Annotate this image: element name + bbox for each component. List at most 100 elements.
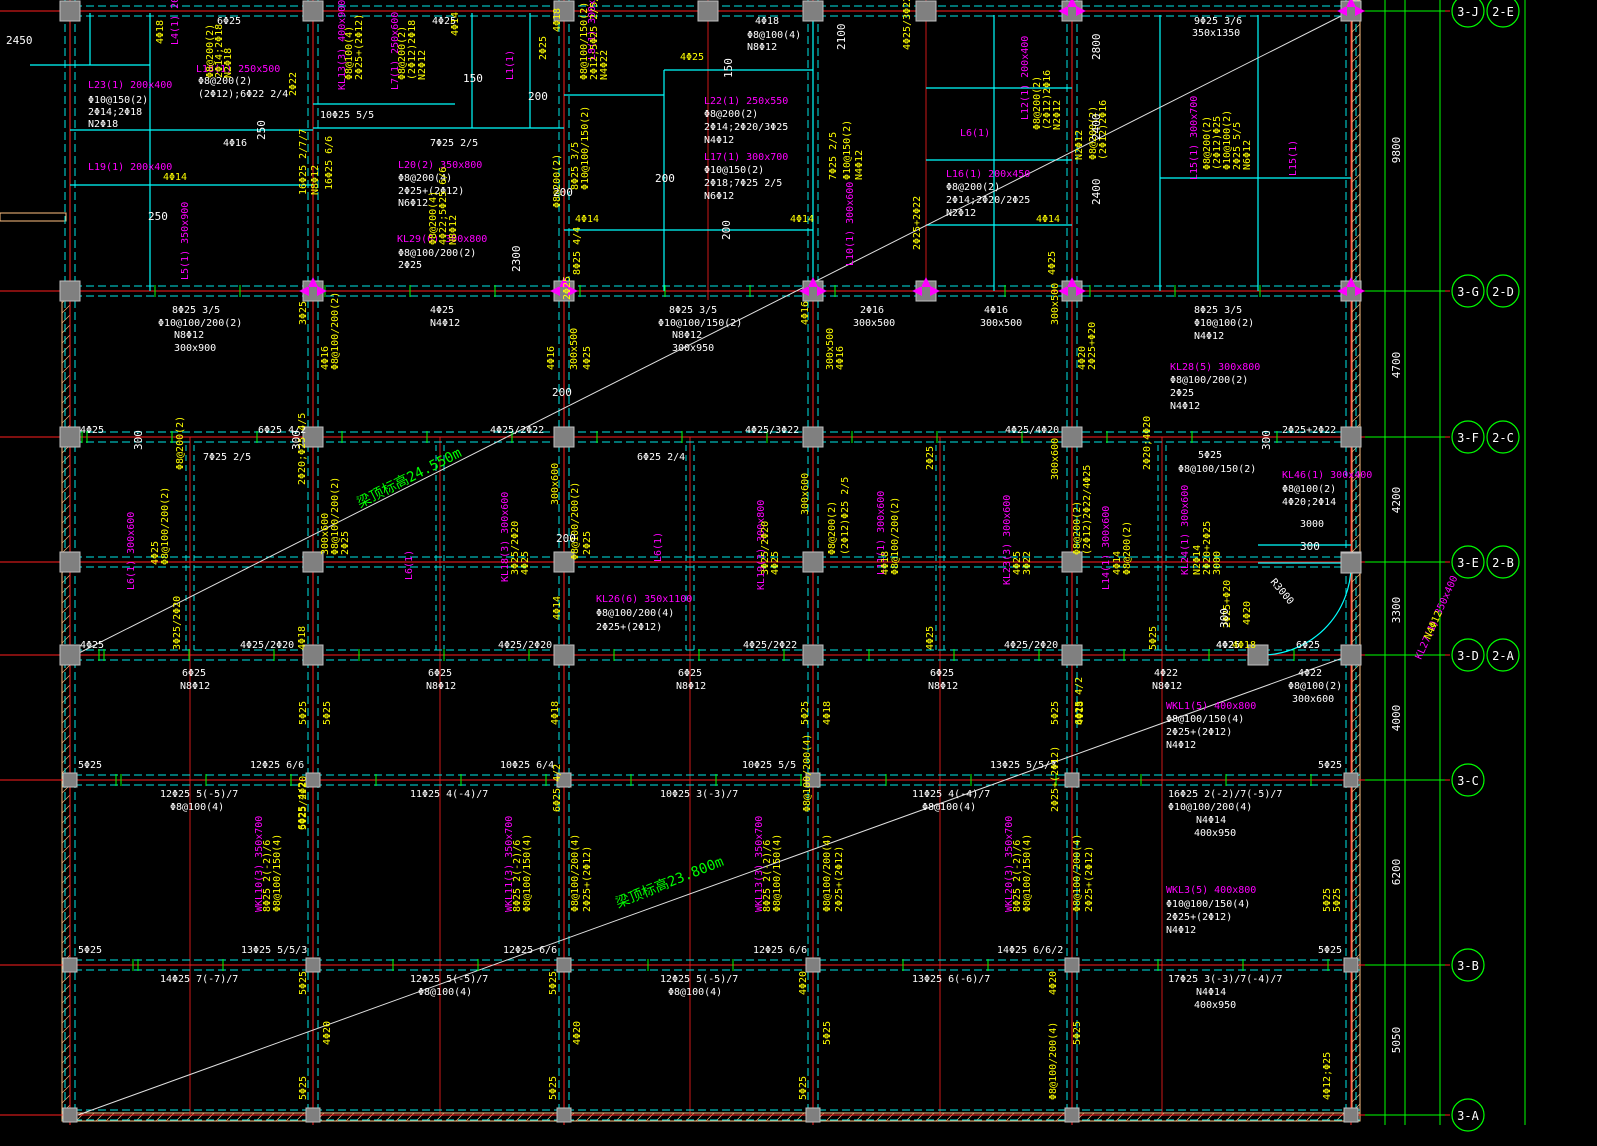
dimension-value: 200 (720, 220, 733, 240)
beam-label: L15(1) 300x700 (1189, 96, 1200, 180)
rebar-label: 5Φ25 (1050, 701, 1061, 725)
wall-hatch (1351, 893, 1361, 903)
rebar-label: 4Φ16 (320, 346, 331, 370)
rebar-label: Φ8@100/200(2) (890, 497, 901, 575)
wall-hatch (61, 524, 71, 534)
rebar-label: 4Φ20 (1048, 971, 1059, 995)
rebar-label: 4Φ12;Φ25 (1322, 1052, 1333, 1100)
wall-hatch (61, 1014, 71, 1024)
perimeter-walls (0, 0, 1361, 1122)
rebar-label: 4Φ25/2Φ20 (240, 640, 294, 651)
wall-hatch (61, 984, 71, 994)
rebar-label: N4Φ12 (1166, 740, 1196, 751)
wall-hatch (1351, 353, 1361, 363)
rebar-label: 4Φ25 (582, 346, 593, 370)
rebar-label: 2Φ25+(2Φ12) (1050, 746, 1061, 812)
column (802, 551, 824, 573)
rebar-label: 14Φ25 7(-7)/7 (160, 974, 238, 985)
rebar-label: 2Φ14;2Φ18 (88, 107, 142, 118)
rebar-label: Φ10@100/200(4) (1168, 802, 1252, 813)
rebar-label: 300x500 (569, 328, 580, 370)
rebar-label: 4Φ18 (550, 701, 561, 725)
wall-hatch (1351, 833, 1361, 843)
axis-label: 2-D (1492, 285, 1514, 299)
wall-hatch (95, 1112, 105, 1122)
axis-label: 2-B (1492, 556, 1514, 570)
wall-hatch (61, 1094, 71, 1104)
wall-hatch (61, 794, 71, 804)
wall-hatch (105, 1112, 115, 1122)
rebar-label: N8Φ12 (448, 215, 459, 245)
wall-hatch (61, 504, 71, 514)
rebar-label: 6Φ25 (217, 16, 241, 27)
row-dimension: 6200 (1390, 859, 1403, 886)
rebar-label: 11Φ25 4(-4)/7 (912, 789, 990, 800)
wall-hatch (1115, 1112, 1125, 1122)
rebar-label: 5Φ25 (298, 1076, 309, 1100)
rebar-label: 4Φ20 (572, 1021, 583, 1045)
wall-hatch (61, 864, 71, 874)
wall-hatch (1351, 533, 1361, 543)
rebar-label: 12Φ25 6/6 (753, 945, 807, 956)
wall-hatch (61, 364, 71, 374)
marker-triangle (912, 277, 940, 296)
wall-hatch (61, 1064, 71, 1074)
axis-label: 3-C (1457, 774, 1479, 788)
rebar-label: Φ8@100(4) (747, 30, 801, 41)
wall-hatch (61, 724, 71, 734)
wall-hatch (995, 1112, 1005, 1122)
section-line (74, 10, 1352, 656)
beam-label: KL46(1) 300x400 (1282, 470, 1372, 481)
axis-bubble (1486, 0, 1520, 28)
dimension-value: 200 (552, 386, 572, 399)
rebar-label: Φ8@100/150(2) (579, 2, 590, 80)
rebar-label: Φ8@100(4) (418, 987, 472, 998)
wall-hatch (1175, 1112, 1185, 1122)
rebar-label: 3Φ25/2Φ20 (760, 521, 771, 575)
column (305, 1107, 321, 1123)
wall-hatch (61, 894, 71, 904)
rebar-label: 2Φ16 (860, 305, 884, 316)
dimension-value: 200 (655, 172, 675, 185)
beam-label: WKL3(5) 400x800 (1166, 885, 1256, 896)
dimension-value: 250 (255, 120, 268, 140)
column (556, 1107, 572, 1123)
rebar-label: 12Φ25 5(-5)/7 (660, 974, 738, 985)
rebar-label: 300x600 (1292, 694, 1334, 705)
beam-label: KL29(6) 300x800 (397, 234, 487, 245)
rebar-label: Φ8@100/200(2) (330, 477, 341, 555)
dimension-value: 2400 (1090, 179, 1103, 206)
column (805, 957, 821, 973)
dimension-value: 200 (553, 186, 573, 199)
rebar-label: Φ8@100/200(2) (570, 482, 581, 560)
rebar-label: 4Φ25 (1216, 640, 1240, 651)
rebar-label: 5Φ25 (298, 971, 309, 995)
rebar-label: 10Φ25 5/5 (742, 760, 796, 771)
rebar-label: Φ8@100/200(4) (1072, 834, 1083, 912)
rebar-label: 4Φ25/3Φ22 (745, 425, 799, 436)
rebar-label: 8Φ25 3/5 (172, 305, 220, 316)
dimension-value: 2100 (835, 24, 848, 51)
beam-label: L23(1) 200x400 (88, 80, 172, 91)
rebar-label: 2Φ18;7Φ25 2/5 (704, 178, 782, 189)
column (1343, 1107, 1359, 1123)
wall-hatch (61, 764, 71, 774)
wall-hatch (61, 944, 71, 954)
column (556, 772, 572, 788)
rebar-label: 300x500 (825, 328, 836, 370)
column (553, 644, 575, 666)
rebar-label: 2Φ25+(2Φ12) (1166, 912, 1232, 923)
rebar-label: N8Φ12 (747, 42, 777, 53)
rebar-label: Φ8@200(4) (398, 173, 452, 184)
beam-label: L12(1) 200x400 (1020, 36, 1031, 120)
beam-label: L16(1) 200x450 (946, 169, 1030, 180)
wall-hatch (61, 1024, 71, 1034)
rebar-label: Φ8@100/150(4) (522, 834, 533, 912)
wall-hatch (61, 354, 71, 364)
rebar-label: 4Φ25 (1047, 251, 1058, 275)
wall-hatch (405, 1112, 415, 1122)
rebar-label: 400x950 (1194, 828, 1236, 839)
rebar-label: 4Φ14 (552, 596, 563, 620)
rebar-label: 2Φ14;2Φ20/3Φ25 (704, 122, 788, 133)
